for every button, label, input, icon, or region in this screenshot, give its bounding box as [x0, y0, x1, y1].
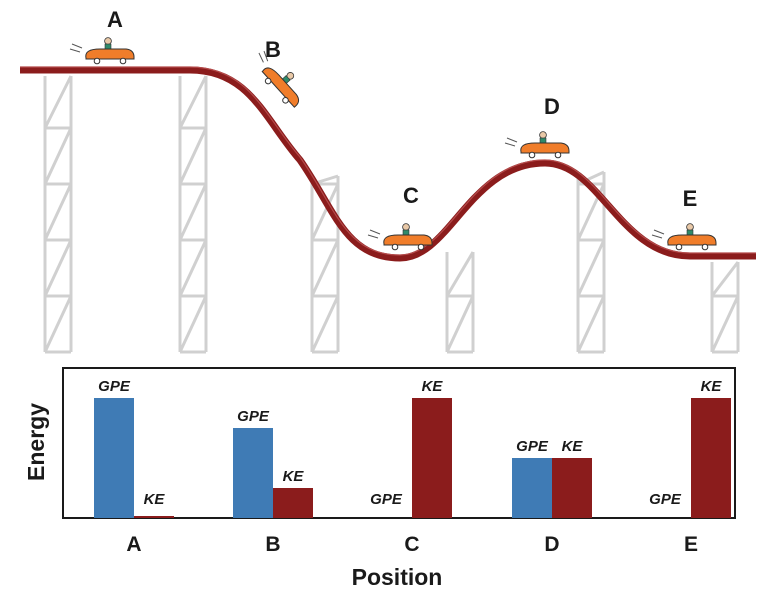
car-c: [367, 223, 433, 251]
bar-ke-d: [552, 458, 592, 518]
support-tower: [710, 261, 740, 354]
car-a: [69, 37, 135, 65]
energy-bars: GPE KE A GPE KE B GPE KE C GPE KE D GPE KE E: [94, 378, 731, 556]
bar-gpe-d: [512, 458, 552, 518]
bar-gpe-a: [94, 398, 134, 518]
label-ke-d: KE: [562, 438, 584, 455]
chart-frame: [62, 367, 736, 519]
label-ke-c: KE: [422, 378, 444, 395]
coaster-cars: [69, 37, 717, 251]
label-ke-b: KE: [283, 468, 305, 485]
label-ke-a: KE: [144, 491, 166, 508]
label-ke-e: KE: [701, 378, 723, 395]
track-label-c: C: [403, 183, 419, 208]
x-axis-title: Position: [352, 564, 443, 590]
car-b: [258, 50, 300, 108]
x-tick-a: A: [126, 533, 141, 556]
y-axis-title: Energy: [23, 403, 49, 481]
label-gpe-a: GPE: [98, 378, 131, 395]
x-tick-e: E: [684, 533, 698, 556]
x-tick-d: D: [544, 533, 559, 556]
label-gpe-d: GPE: [516, 438, 549, 455]
bar-ke-c: [412, 398, 452, 518]
bar-gpe-b: [233, 428, 273, 518]
bar-ke-e: [691, 398, 731, 518]
support-tower: [178, 75, 208, 354]
track-highlight: [20, 66, 756, 256]
track-label-b: B: [265, 37, 281, 62]
bar-ke-a: [134, 516, 174, 518]
track-label-a: A: [107, 7, 123, 32]
bar-ke-b: [273, 488, 313, 518]
coaster-track: [20, 66, 756, 262]
track-label-d: D: [544, 94, 560, 119]
support-tower: [310, 174, 340, 354]
label-gpe-e: GPE: [649, 491, 682, 508]
support-tower: [43, 75, 73, 354]
track-label-e: E: [683, 186, 698, 211]
car-d: [504, 131, 570, 159]
x-tick-c: C: [404, 533, 419, 556]
track-supports: [43, 75, 740, 354]
label-gpe-c: GPE: [370, 491, 403, 508]
label-gpe-b: GPE: [237, 408, 270, 425]
support-tower: [445, 251, 475, 354]
car-e: [651, 223, 717, 251]
x-tick-b: B: [265, 533, 280, 556]
